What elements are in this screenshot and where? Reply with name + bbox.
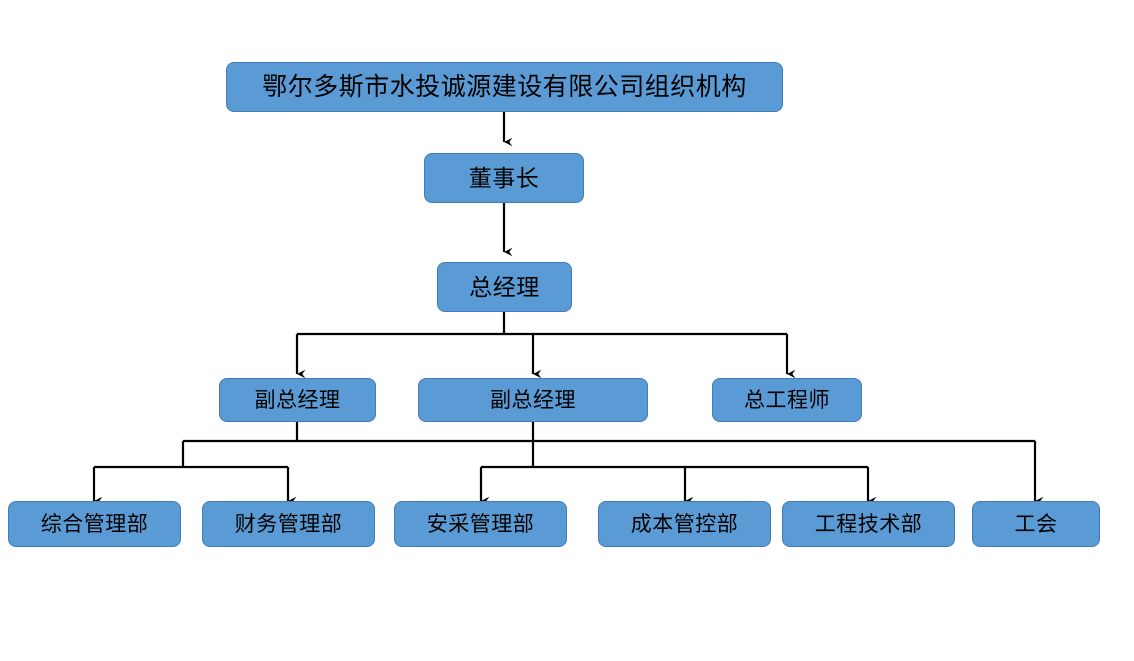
org-node-dept-financial-management[interactable]: 财务管理部 [202, 501, 375, 547]
org-node-dept-comprehensive-management[interactable]: 综合管理部 [8, 501, 181, 547]
org-node-vice-general-manager-1[interactable]: 副总经理 [219, 378, 376, 422]
org-node-general-manager[interactable]: 总经理 [437, 262, 572, 312]
org-node-dept-labor-union[interactable]: 工会 [972, 501, 1100, 547]
org-node-company-title[interactable]: 鄂尔多斯市水投诚源建设有限公司组织机构 [226, 62, 783, 112]
org-node-chief-engineer[interactable]: 总工程师 [712, 378, 862, 422]
org-node-chairman[interactable]: 董事长 [424, 153, 584, 203]
org-node-dept-engineering-technology[interactable]: 工程技术部 [782, 501, 955, 547]
org-node-dept-safety-procurement-management[interactable]: 安采管理部 [394, 501, 567, 547]
org-node-vice-general-manager-2[interactable]: 副总经理 [418, 378, 648, 422]
org-node-dept-cost-control[interactable]: 成本管控部 [598, 501, 771, 547]
